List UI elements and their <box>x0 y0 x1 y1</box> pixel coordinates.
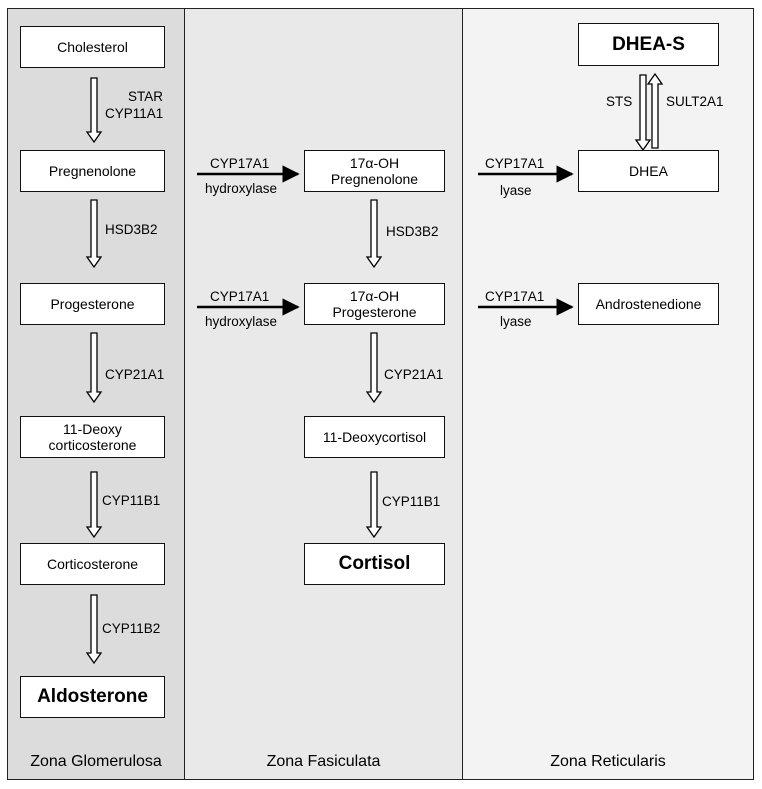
enzyme-label-cyp11b1: CYP11B1 <box>102 493 161 508</box>
arrow-deoxycortisol-to-cortisol <box>365 471 383 539</box>
cortisol-box: Cortisol <box>304 543 445 585</box>
hydroxylase-label-1: hydroxylase <box>205 181 278 196</box>
zona-fasiculata-label: Zona Fasiculata <box>266 753 381 770</box>
enzyme-label-cyp17a1-hydroxylase-1: CYP17A1 <box>210 156 270 171</box>
progesterone-box: Progesterone <box>20 283 165 325</box>
enzyme-label-star-cyp11a1: STAR CYP11A1 <box>105 89 164 121</box>
arrow-pregnenolone-to-progesterone <box>85 199 103 269</box>
enzyme-label-sts: STS <box>606 94 633 109</box>
aldosterone-box: Aldosterone <box>20 676 165 718</box>
enzyme-label-hsd3b2-fasiculata: HSD3B2 <box>386 224 439 239</box>
deoxycorticosterone-box: 11-Deoxy corticosterone <box>20 416 165 458</box>
cholesterol-box: Cholesterol <box>20 26 165 68</box>
enzyme-label-cyp17a1-lyase-1: CYP17A1 <box>485 156 545 171</box>
corticosterone-box: Corticosterone <box>20 543 165 585</box>
oh-pregnenolone-box: 17α-OH Pregnenolone <box>304 150 445 192</box>
lyase-label-1: lyase <box>500 183 532 198</box>
pregnenolone-box: Pregnenolone <box>20 150 165 192</box>
zona-fasiculata-panel: Zona Fasiculata <box>184 8 463 780</box>
androstenedione-box: Androstenedione <box>578 283 719 325</box>
arrow-oh-progesterone-to-deoxycortisol <box>365 332 383 404</box>
zona-reticularis-label: Zona Reticularis <box>550 753 666 770</box>
enzyme-label-cyp21a1-fasiculata: CYP21A1 <box>384 367 444 382</box>
enzyme-label-cyp11b2: CYP11B2 <box>102 621 161 636</box>
dhea-s-box: DHEA-S <box>578 23 719 66</box>
enzyme-label-hsd3b2: HSD3B2 <box>105 222 158 237</box>
arrow-oh-pregnenolone-to-oh-progesterone <box>365 199 383 269</box>
zona-reticularis-panel: Zona Reticularis <box>462 8 754 780</box>
enzyme-label-cyp17a1-lyase-2: CYP17A1 <box>485 289 545 304</box>
arrow-cholesterol-to-pregnenolone <box>85 77 103 144</box>
lyase-label-2: lyase <box>500 314 532 329</box>
dhea-box: DHEA <box>578 150 719 192</box>
arrow-deoxycorticosterone-to-corticosterone <box>85 471 103 539</box>
enzyme-label-cyp11b1-fasiculata: CYP11B1 <box>382 494 441 509</box>
arrow-dhea-s-to-dhea <box>634 74 652 152</box>
enzyme-label-cyp21a1: CYP21A1 <box>105 367 165 382</box>
arrow-corticosterone-to-aldosterone <box>85 594 103 665</box>
arrow-dhea-to-dhea-s <box>646 72 664 149</box>
enzyme-label-cyp17a1-hydroxylase-2: CYP17A1 <box>210 289 270 304</box>
arrow-progesterone-to-deoxycorticosterone <box>85 332 103 404</box>
deoxycortisol-box: 11-Deoxycortisol <box>304 416 445 458</box>
oh-progesterone-box: 17α-OH Progesterone <box>304 283 445 325</box>
hydroxylase-label-2: hydroxylase <box>205 314 278 329</box>
zona-glomerulosa-label: Zona Glomerulosa <box>30 753 162 770</box>
enzyme-label-sult2a1: SULT2A1 <box>666 94 724 109</box>
